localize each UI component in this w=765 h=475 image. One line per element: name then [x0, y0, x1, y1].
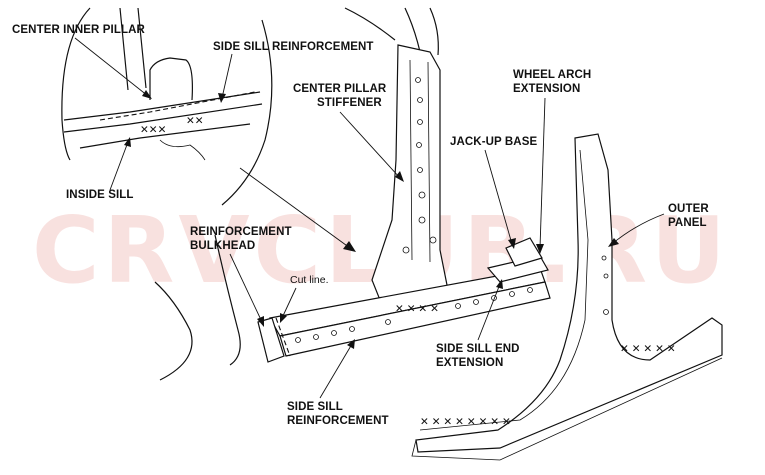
- weld-marks-inset-1: ✕✕✕: [140, 124, 166, 136]
- roof-arc-3: [429, 7, 439, 56]
- inset-pointer-head: [343, 241, 356, 252]
- reinforcement-bulkhead-part: [257, 317, 285, 363]
- leader-side-sill-end-extension: [477, 283, 501, 341]
- label-center-inner-pillar: CENTER INNER PILLAR: [12, 24, 145, 36]
- leader-jack-up-base-head: [508, 238, 516, 249]
- leader-side-sill-reinforcement-bottom: [319, 343, 353, 399]
- label-reinforcement-bulkhead-2: BULKHEAD: [190, 240, 255, 252]
- weld-marks-outer-2: ✕ ✕ ✕ ✕ ✕: [620, 343, 676, 355]
- detail-inset: ✕✕✕ ✕✕: [61, 7, 273, 206]
- weld-marks-sill: ✕ ✕ ✕ ✕: [395, 303, 439, 315]
- inset-pointer-line: [239, 167, 351, 249]
- leader-reinforcement-bulkhead: [229, 253, 263, 323]
- leader-wheel-arch-extension: [539, 97, 546, 249]
- leader-side-sill-reinforcement-bottom-head: [347, 339, 355, 349]
- outer-panel-lower-flange: [411, 357, 723, 461]
- pillar-inner-lines: [409, 59, 431, 263]
- label-outer-panel-1: OUTER: [668, 203, 709, 215]
- leader-cut-line-head: [280, 313, 287, 323]
- label-side-sill-end-extension-2: EXTENSION: [436, 357, 503, 369]
- weld-marks-inset-2: ✕✕: [186, 115, 204, 127]
- leader-reinforcement-bulkhead-head: [257, 316, 264, 327]
- leader-cut-line: [281, 287, 297, 319]
- label-outer-panel-2: PANEL: [668, 217, 707, 229]
- sill-reinforcement-face: [279, 281, 551, 357]
- inset-circle-arc: [221, 19, 273, 206]
- outer-panel-holes: [601, 255, 609, 315]
- outer-panel-inner-flange: [419, 149, 589, 431]
- jack-up-base-part: [505, 237, 543, 267]
- leader-center-inner-pillar-head: [142, 90, 152, 99]
- leader-center-pillar-stiffener-head: [395, 171, 404, 182]
- leader-jack-up-base: [484, 149, 513, 245]
- label-side-sill-reinforcement-bottom-2: REINFORCEMENT: [287, 415, 389, 427]
- leader-inside-sill-head: [124, 137, 131, 147]
- label-wheel-arch-extension-1: WHEEL ARCH: [513, 69, 591, 81]
- label-cut-line: Cut line.: [290, 274, 329, 286]
- body-left-curve: [154, 281, 193, 381]
- roof-arc-1: [344, 7, 396, 41]
- leader-inside-sill: [109, 141, 129, 191]
- label-center-pillar-stiffener-1: CENTER PILLAR: [293, 83, 387, 95]
- body-main: ✕ ✕ ✕ ✕: [154, 7, 551, 381]
- leader-center-inner-pillar: [74, 37, 149, 97]
- label-side-sill-reinforcement-top: SIDE SILL REINFORCEMENT: [213, 41, 374, 53]
- label-center-pillar-stiffener-2: STIFFENER: [317, 97, 382, 109]
- body-door-opening: [214, 234, 241, 366]
- label-jack-up-base: JACK-UP BASE: [450, 136, 537, 148]
- weld-marks-outer-1: ✕ ✕ ✕ ✕ ✕ ✕ ✕ ✕: [420, 416, 511, 428]
- leader-center-pillar-stiffener: [339, 111, 401, 179]
- leader-wheel-arch-extension-head: [536, 244, 544, 254]
- label-reinforcement-bulkhead-1: REINFORCEMENT: [190, 226, 292, 238]
- inset-sill-mid: [63, 103, 263, 133]
- inset-left-edge: [61, 7, 91, 161]
- leader-side-sill-reinforcement-top: [221, 53, 233, 99]
- inset-bracket: [159, 139, 206, 161]
- leader-outer-panel-head: [608, 238, 619, 247]
- outer-panel-group: ✕ ✕ ✕ ✕ ✕ ✕ ✕ ✕ ✕ ✕ ✕ ✕ ✕: [411, 133, 723, 461]
- inset-sill-top: [63, 91, 261, 121]
- cut-line-mark: [275, 317, 291, 357]
- label-inside-sill: INSIDE SILL: [66, 189, 134, 201]
- label-wheel-arch-extension-2: EXTENSION: [513, 83, 580, 95]
- inset-pillar-base: [149, 57, 193, 101]
- label-side-sill-reinforcement-bottom-1: SIDE SILL: [287, 401, 343, 413]
- sill-holes: [295, 287, 533, 343]
- label-side-sill-end-extension-1: SIDE SILL END: [436, 343, 520, 355]
- leader-side-sill-end-extension-head: [496, 279, 503, 289]
- leader-side-sill-reinforcement-top-head: [218, 93, 226, 103]
- inset-sill-bottom: [79, 123, 251, 149]
- inset-pillar: [119, 7, 147, 91]
- pillar-holes: [402, 77, 437, 254]
